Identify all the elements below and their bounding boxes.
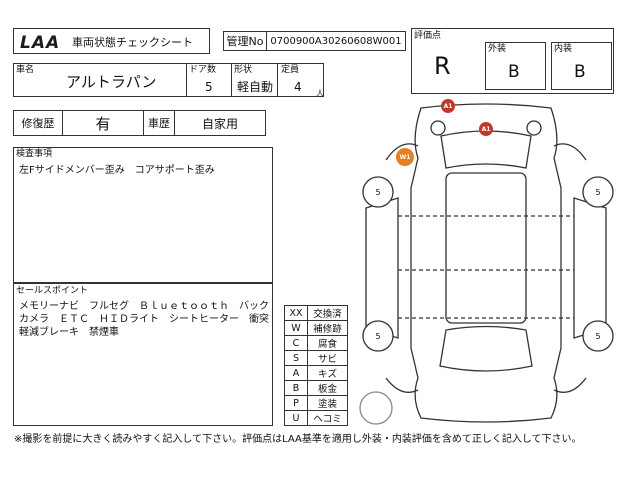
interior-value: B xyxy=(574,62,586,82)
legend-meaning: ヘコミ xyxy=(307,410,348,426)
doors-cell xyxy=(186,63,232,97)
legend-meaning: サビ xyxy=(307,350,348,366)
damage-marker-label: A1 xyxy=(482,126,491,133)
legend-meaning: 板金 xyxy=(307,380,348,396)
shape-label: 形状 xyxy=(234,65,253,75)
legend-code: W xyxy=(284,320,308,336)
right-side-panel xyxy=(573,197,607,339)
car-body-outline xyxy=(410,103,562,423)
legend-code: C xyxy=(284,335,308,351)
roof-panel xyxy=(445,172,527,324)
sales-points-label: セールスポイント xyxy=(16,286,89,296)
vehicle-damage-diagram: 5 5 5 5 A1 A1 W1 xyxy=(359,99,614,425)
windshield xyxy=(440,130,532,169)
headlight-left xyxy=(430,120,446,136)
damage-marker-label: A1 xyxy=(444,103,453,110)
usage-history-label: 車歴 xyxy=(143,110,175,136)
management-label: 管理No xyxy=(223,31,267,51)
repair-history-label: 修復歴 xyxy=(13,110,63,136)
car-name-value: アルトラパン xyxy=(66,73,157,91)
legend-meaning: キズ xyxy=(307,365,348,381)
interior-grade-box xyxy=(551,42,612,90)
damage-marker-a1-front xyxy=(441,99,455,113)
shape-cell xyxy=(231,63,278,97)
laa-logo: LAA xyxy=(20,33,61,53)
legend-code: S xyxy=(284,350,308,366)
shape-value: 軽自動 xyxy=(237,80,274,94)
capacity-value: 4 xyxy=(294,80,302,94)
inspection-box xyxy=(13,147,273,283)
score-value: R xyxy=(434,52,451,80)
tire-label: 5 xyxy=(595,332,600,341)
exterior-label: 外装 xyxy=(488,44,507,54)
damage-marker-w1-fender xyxy=(396,148,414,166)
headlight-right xyxy=(526,120,542,136)
exterior-grade-box xyxy=(485,42,546,90)
legend-code: U xyxy=(284,410,308,426)
score-label: 評価点 xyxy=(414,31,442,41)
legend-meaning: 補修跡 xyxy=(307,320,348,336)
sales-points-text: メモリーナビ フルセグ Ｂｌｕｅｔｏｏｔｈ バックカメラ ＥＴＣ ＨＩＤライト … xyxy=(19,301,269,338)
usage-history-value: 自家用 xyxy=(174,110,266,136)
tire-label: 5 xyxy=(375,188,380,197)
legend-code: XX xyxy=(284,305,308,321)
legend-meaning: 交換済 xyxy=(307,305,348,321)
footer-note: ※撮影を前提に大きく読みやすく記入して下さい。評価点はLAA基準を適用し外装・内… xyxy=(14,434,582,445)
sales-points-box xyxy=(13,283,273,426)
repair-history-value: 有 xyxy=(62,110,144,136)
tire-rear-left xyxy=(362,320,394,352)
capacity-unit: 人 xyxy=(316,89,324,98)
tire-front-left xyxy=(362,176,394,208)
left-side-panel xyxy=(365,197,399,339)
damage-marker-a1-hood xyxy=(479,122,493,136)
inspection-label: 検査事項 xyxy=(16,149,53,159)
legend-code: P xyxy=(284,395,308,411)
header-title-box xyxy=(13,28,210,54)
rear-window xyxy=(439,325,533,372)
tire-rear-right xyxy=(582,320,614,352)
tire-label: 5 xyxy=(595,188,600,197)
document-title: 車両状態チェックシート xyxy=(72,36,193,49)
legend-meaning: 腐食 xyxy=(307,335,348,351)
legend-meaning: 塗装 xyxy=(307,395,348,411)
doors-label: ドア数 xyxy=(189,65,217,75)
management-number: 0700900A30260608W001 xyxy=(266,31,406,51)
legend-code: A xyxy=(284,365,308,381)
interior-label: 内装 xyxy=(554,44,573,54)
capacity-label: 定員 xyxy=(281,65,300,75)
doors-value: 5 xyxy=(205,80,213,94)
tire-label: 5 xyxy=(375,332,380,341)
tire-front-right xyxy=(582,176,614,208)
legend-code: B xyxy=(284,380,308,396)
damage-marker-label: W1 xyxy=(400,154,411,161)
exterior-value: B xyxy=(508,62,520,82)
car-name-label: 車名 xyxy=(16,65,35,75)
spare-tire xyxy=(359,391,393,425)
inspection-text: 左Fサイドメンバー歪み コアサポート歪み xyxy=(19,165,215,176)
